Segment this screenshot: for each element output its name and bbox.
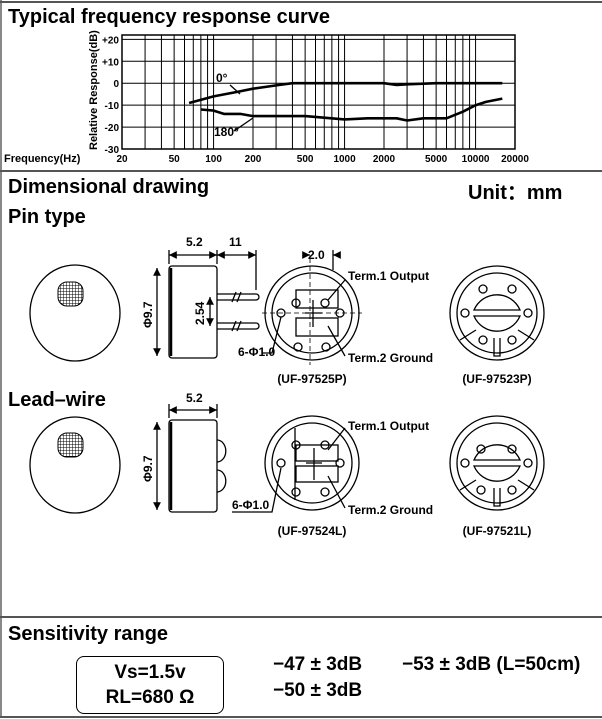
conditions-box: Vs=1.5v RL=680 Ω xyxy=(76,656,224,714)
divider-chart xyxy=(0,170,602,172)
series-line-180deg xyxy=(200,97,503,122)
y-tick-label: +20 xyxy=(102,35,119,46)
divider-top xyxy=(0,1,602,3)
divider-sensitivity xyxy=(0,616,602,618)
dimensional-title: Dimensional drawing xyxy=(8,176,210,198)
y-tick-label: 0 xyxy=(113,79,119,90)
x-tick-label: 1000 xyxy=(333,154,356,165)
series-line-0deg xyxy=(188,81,503,105)
annotation-180deg: 180° xyxy=(214,125,239,139)
x-axis-label: Frequency(Hz) xyxy=(4,153,81,165)
y-tick-label: +10 xyxy=(102,57,119,68)
x-tick-label: 5000 xyxy=(425,154,448,165)
y-axis-label: Relative Response(dB) xyxy=(88,30,100,150)
x-tick-label: 100 xyxy=(205,154,222,165)
annotation-180deg-arrow xyxy=(233,117,254,132)
x-tick-label: 20 xyxy=(116,154,128,165)
x-tick-label: 50 xyxy=(169,154,181,165)
sensitivity-title: Sensitivity range xyxy=(8,623,169,645)
sensitivity-value-1: −47 ± 3dB xyxy=(273,654,363,675)
pin-type-title: Pin type xyxy=(8,206,86,228)
x-tick-label: 200 xyxy=(245,154,262,165)
load-resistance: RL=680 Ω xyxy=(105,687,195,708)
x-tick-label: 10000 xyxy=(462,154,490,165)
x-tick-label: 500 xyxy=(297,154,314,165)
sensitivity-value-2: −50 ± 3dB xyxy=(273,680,363,701)
annotation-0deg-arrow xyxy=(229,84,241,95)
annotation-0deg: 0° xyxy=(216,71,228,85)
y-tick-label: -10 xyxy=(105,101,120,112)
chart-title: Typical frequency response curve xyxy=(8,6,330,28)
sensitivity-value-3: −53 ± 3dB (L=50cm) xyxy=(402,654,581,675)
divider-bottom xyxy=(0,716,602,718)
supply-voltage: Vs=1.5v xyxy=(114,662,186,683)
x-tick-label: 20000 xyxy=(501,154,529,165)
y-tick-label: -20 xyxy=(105,123,120,134)
x-tick-label: 2000 xyxy=(373,154,396,165)
lead-wire-title: Lead–wire xyxy=(8,389,106,411)
y-tick-label: -30 xyxy=(105,145,120,156)
plot-frame xyxy=(121,34,516,150)
unit-label: Unit：mm xyxy=(468,182,563,204)
